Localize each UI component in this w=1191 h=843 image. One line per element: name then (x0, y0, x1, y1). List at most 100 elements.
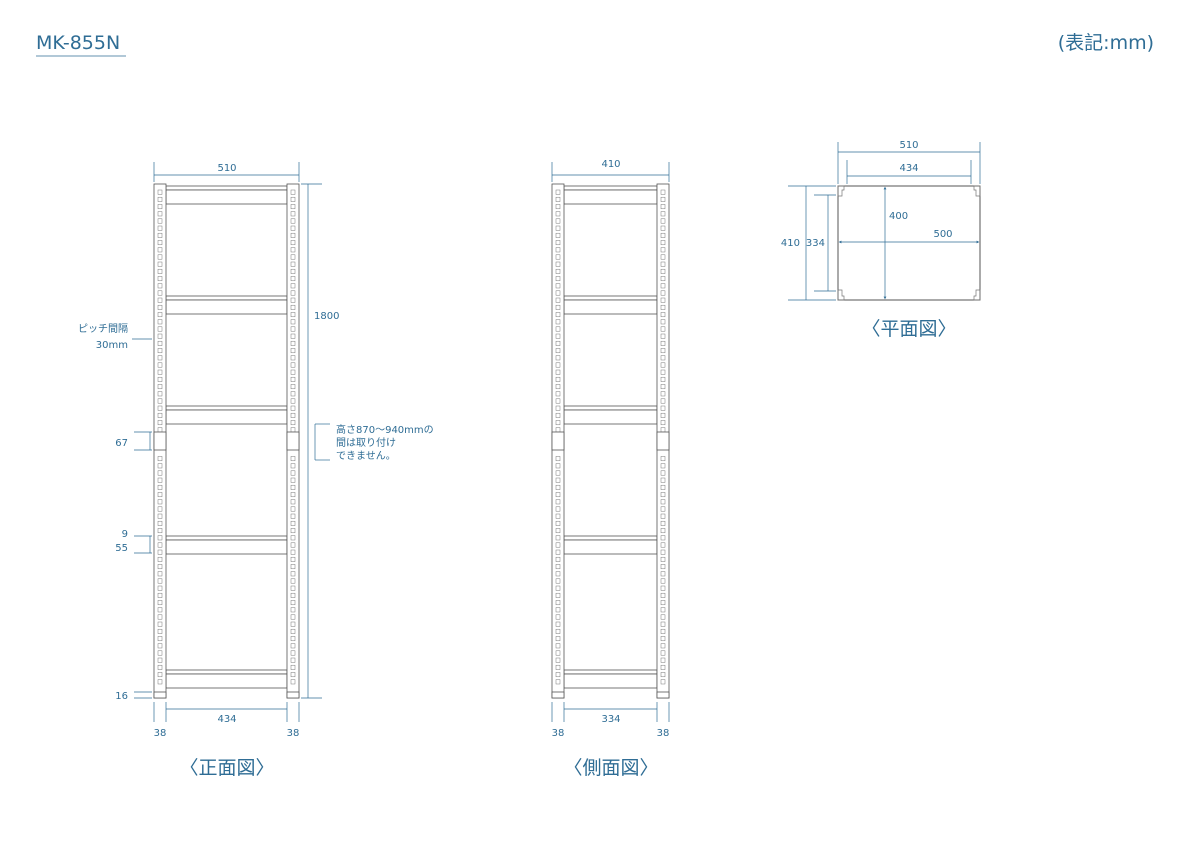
slot-hole (660, 247, 666, 253)
slot-hole (290, 218, 296, 224)
slot-hole (157, 355, 163, 361)
plan-post-bl (837, 289, 845, 301)
slot-hole (660, 470, 666, 476)
slot-hole (660, 513, 666, 519)
front-view: 510 1800 434 38 38 ピッチ間隔 30mm 67 9 55 16 (78, 162, 434, 779)
slot-hole (660, 492, 666, 498)
front-height-label: 1800 (314, 311, 339, 322)
slot-hole (157, 614, 163, 620)
slot-hole (660, 556, 666, 562)
slot-hole (157, 477, 163, 483)
slot-hole (660, 312, 666, 318)
front-foot-left (153, 691, 167, 699)
slot-hole (555, 398, 561, 404)
slot-hole (290, 398, 296, 404)
slot-hole (157, 492, 163, 498)
slot-hole (157, 470, 163, 476)
slot-hole (290, 189, 296, 195)
slot-hole (555, 592, 561, 598)
slot-hole (290, 340, 296, 346)
slot-hole (660, 520, 666, 526)
shelf-edge (563, 535, 658, 541)
slot-hole (157, 369, 163, 375)
slot-hole (555, 254, 561, 260)
slot-hole (660, 196, 666, 202)
plan-inner-depth-label: 334 (806, 238, 825, 249)
shelf-edge (563, 669, 658, 675)
slot-hole (290, 607, 296, 613)
slot-hole (660, 391, 666, 397)
slot-hole (290, 196, 296, 202)
slot-hole (157, 240, 163, 246)
slot-hole (290, 535, 296, 541)
side-inner-label: 334 (601, 714, 620, 725)
slot-hole (660, 578, 666, 584)
slot-hole (660, 232, 666, 238)
slot-hole (660, 261, 666, 267)
slot-hole (157, 628, 163, 634)
slot-hole (660, 254, 666, 260)
shelf-edge (165, 185, 288, 191)
slot-hole (555, 549, 561, 555)
slot-hole (157, 405, 163, 411)
slot-hole (290, 254, 296, 260)
shelf-board (563, 189, 658, 205)
shelf-edge (563, 295, 658, 301)
slot-hole (157, 664, 163, 670)
slot-hole (555, 427, 561, 433)
slot-hole (660, 628, 666, 634)
slot-hole (555, 564, 561, 570)
slot-hole (290, 355, 296, 361)
shelf-board (165, 189, 288, 205)
plan-post-br (973, 289, 981, 301)
slot-hole (157, 578, 163, 584)
plan-outer-width-label: 510 (899, 140, 918, 151)
slot-hole (157, 283, 163, 289)
slot-hole (157, 189, 163, 195)
slot-hole (555, 643, 561, 649)
slot-hole (157, 556, 163, 562)
slot-hole (290, 528, 296, 534)
slot-hole (290, 420, 296, 426)
slot-hole (660, 585, 666, 591)
slot-hole (290, 348, 296, 354)
slot-hole (290, 499, 296, 505)
slot-hole (660, 340, 666, 346)
slot-hole (660, 204, 666, 210)
slot-hole (290, 520, 296, 526)
slot-hole (555, 412, 561, 418)
slot-hole (555, 218, 561, 224)
plan-outline (837, 185, 981, 301)
slot-hole (290, 463, 296, 469)
slot-hole (555, 621, 561, 627)
slot-hole (290, 232, 296, 238)
slot-hole (157, 211, 163, 217)
slot-hole (157, 657, 163, 663)
slot-hole (290, 564, 296, 570)
slot-hole (555, 636, 561, 642)
slot-hole (290, 657, 296, 663)
slot-hole (157, 340, 163, 346)
slot-hole (660, 456, 666, 462)
slot-hole (157, 398, 163, 404)
pitch-label: ピッチ間隔 (78, 323, 128, 335)
slot-hole (157, 463, 163, 469)
slot-hole (555, 528, 561, 534)
slot-hole (555, 355, 561, 361)
slot-hole (290, 506, 296, 512)
slot-hole (555, 312, 561, 318)
slot-hole (660, 326, 666, 332)
slot-hole (660, 621, 666, 627)
plan-post-tr (973, 185, 981, 197)
slot-hole (157, 564, 163, 570)
front-inner-label: 434 (217, 714, 236, 725)
shelf-edge (165, 535, 288, 541)
side-joint-left (551, 431, 565, 451)
slot-hole (290, 621, 296, 627)
slot-hole (157, 276, 163, 282)
slot-hole (660, 672, 666, 678)
slot-hole (157, 600, 163, 606)
slot-hole (555, 196, 561, 202)
slot-hole (290, 304, 296, 310)
